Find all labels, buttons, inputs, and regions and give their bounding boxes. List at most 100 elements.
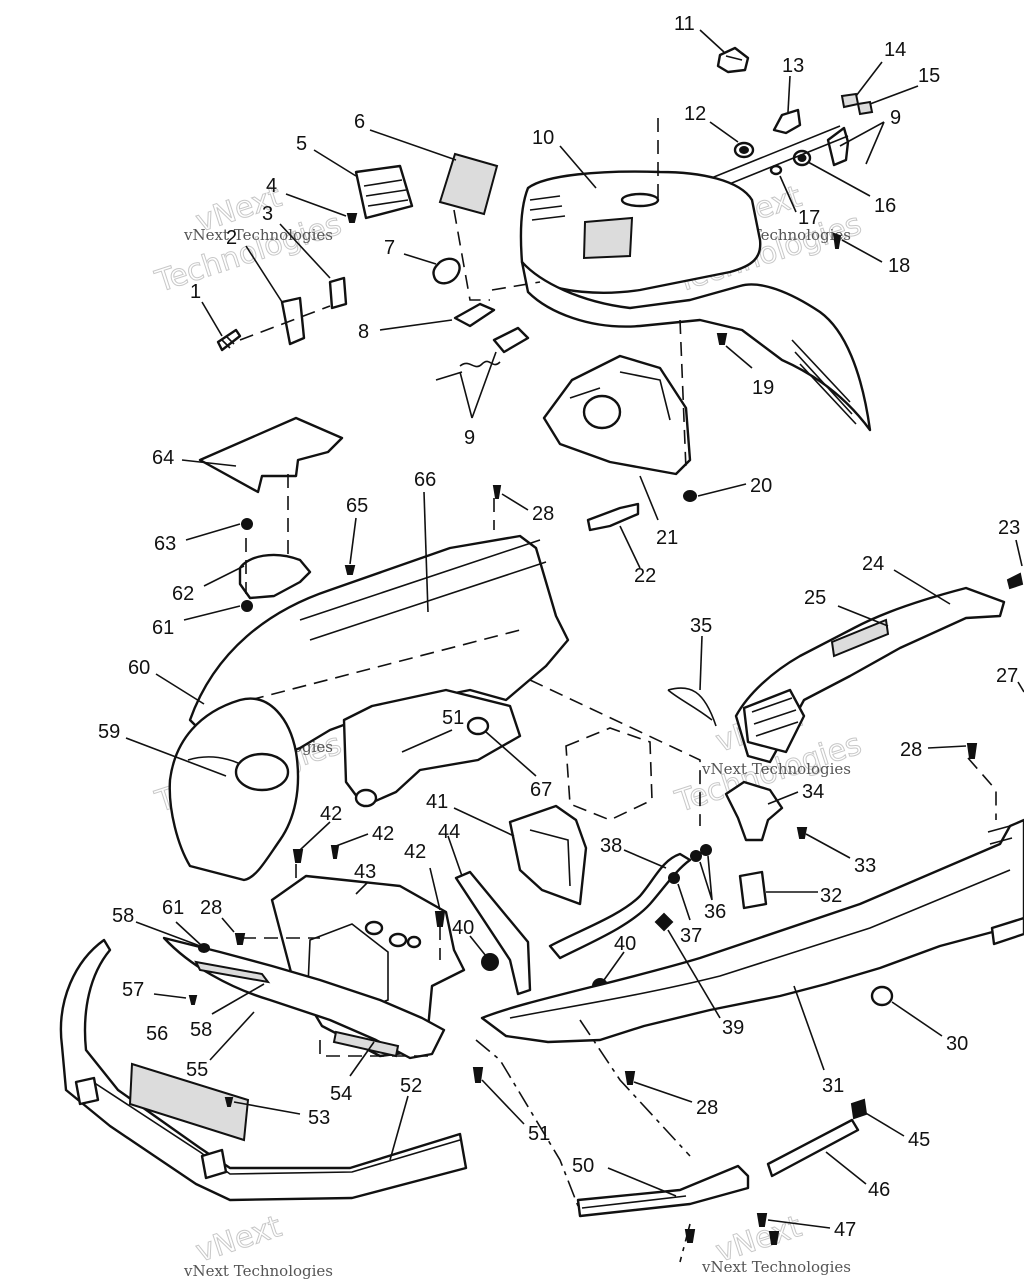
hidden-module [565, 727, 653, 821]
leader-line [279, 223, 331, 279]
callout-label: 59 [98, 721, 120, 743]
assembly-line [679, 1223, 691, 1263]
part-1-bolt-thread [221, 335, 235, 349]
leader-line [423, 491, 429, 613]
leader-line [633, 1081, 693, 1103]
callout-label: 42 [372, 823, 394, 845]
part-15-plate [856, 100, 874, 116]
leader-line [699, 29, 725, 53]
part-9-spring [459, 360, 501, 368]
leader-line [793, 985, 825, 1071]
part-41-plate-detail [529, 829, 571, 887]
part-66-hidden-edge [249, 629, 521, 701]
part-47-screw [768, 1231, 780, 1245]
part-46-strap [766, 1118, 860, 1178]
part-43-hole [388, 932, 408, 948]
callout-label: 16 [874, 195, 896, 217]
callout-label: 58 [112, 905, 134, 927]
part-28-screw [624, 1071, 636, 1085]
callout-label: 51 [442, 707, 464, 729]
leader-line [429, 867, 441, 911]
leader-line [447, 835, 463, 877]
leader-line [469, 935, 487, 957]
watermark-text: vNext [192, 1209, 286, 1269]
part-11-detail [725, 55, 743, 61]
part-36-nut [700, 844, 712, 856]
leader-line [125, 737, 227, 777]
leader-line [725, 345, 753, 369]
callout-label: 1 [190, 281, 201, 303]
leader-line [779, 175, 797, 213]
callout-label: 52 [400, 1075, 422, 1097]
leader-line [369, 129, 457, 161]
part-10-hood-front [520, 260, 872, 432]
callout-label: 62 [172, 583, 194, 605]
callout-label: 47 [834, 1219, 856, 1241]
part-2-bracket [280, 296, 306, 346]
leader-line [709, 121, 739, 143]
leader-line [619, 525, 641, 569]
callout-label: 19 [752, 377, 774, 399]
callout-label: 5 [296, 133, 307, 155]
callout-label: 11 [674, 13, 695, 35]
part-6-decal-on-hood [582, 216, 634, 260]
part-18-screw [832, 232, 842, 249]
part-33-screw [796, 827, 808, 839]
leader-line [313, 149, 357, 177]
assembly-line [453, 209, 490, 301]
leader-line [221, 917, 235, 933]
callout-label: 42 [404, 841, 426, 863]
callout-label: 36 [704, 901, 726, 923]
callout-label: 37 [680, 925, 702, 947]
part-41-plate [508, 804, 588, 906]
callout-label: 21 [656, 527, 678, 549]
leader-line [245, 245, 283, 303]
leader-line [233, 1101, 301, 1115]
part-23-clip [1006, 572, 1024, 590]
leader-line [855, 61, 883, 97]
leader-line [697, 483, 747, 497]
part-67-hole [354, 788, 378, 808]
callout-label: 61 [162, 897, 184, 919]
callout-label: 32 [820, 885, 842, 907]
leader-line [559, 145, 597, 189]
part-19-screw [716, 333, 728, 345]
callout-label: 40 [614, 933, 636, 955]
part-52-bumper [59, 938, 468, 1202]
callout-label: 55 [186, 1059, 208, 1081]
callout-label: 2 [226, 227, 237, 249]
part-20-nut [683, 490, 697, 502]
callout-label: 8 [358, 321, 369, 343]
leader-line [453, 807, 515, 837]
part-31-chassis [480, 818, 1024, 1044]
part-42-screw [292, 849, 304, 863]
part-24-vent-slats [751, 697, 799, 737]
part-28-screw [492, 485, 502, 499]
leader-line [203, 565, 245, 587]
callout-label: 24 [862, 553, 884, 575]
watermark-text: vNext Technologies [183, 226, 333, 244]
leader-line [185, 523, 241, 541]
assembly-line [491, 281, 541, 291]
leader-line [209, 1011, 255, 1061]
leader-line [639, 475, 659, 521]
leader-line [403, 253, 437, 265]
leader-line [607, 1167, 677, 1197]
callout-label: 27 [996, 665, 1018, 687]
callout-label: 35 [690, 615, 712, 637]
part-51-screw [472, 1067, 484, 1083]
part-31-tab-lines [987, 825, 1013, 845]
callout-label: 64 [152, 447, 174, 469]
leader-line [349, 1041, 375, 1077]
callout-label: 30 [946, 1033, 968, 1055]
leader-line [355, 881, 369, 895]
leader-line [603, 951, 625, 981]
part-38-cable [548, 852, 692, 960]
part-67-grommet [466, 716, 490, 736]
callout-label: 23 [998, 517, 1020, 539]
leader-line [699, 855, 713, 901]
callout-label: 54 [330, 1083, 352, 1105]
leader-line [389, 1095, 409, 1161]
leader-line [699, 635, 703, 691]
